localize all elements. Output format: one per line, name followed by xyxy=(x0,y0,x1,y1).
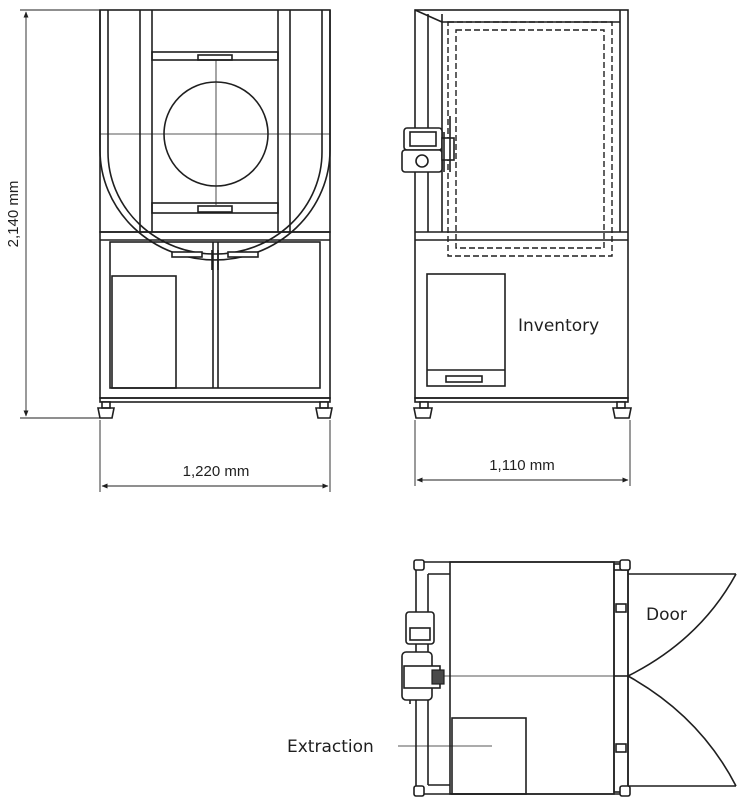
inventory-drawer xyxy=(426,273,506,387)
lower-door-swing-arc xyxy=(627,675,737,787)
height-dimension-label: 2,140 mm xyxy=(5,181,22,248)
extraction-box xyxy=(451,717,527,795)
side-motor-icon xyxy=(401,116,455,173)
front-width-dimension: 1,220 mm xyxy=(99,420,331,492)
top-motor-icon xyxy=(401,611,445,704)
top-view: Door Extraction xyxy=(287,559,737,797)
inventory-drawer-handle xyxy=(445,375,483,383)
inventory-label: Inventory xyxy=(518,316,599,336)
upper-door-swing-arc xyxy=(627,573,737,677)
side-width-label: 1,110 mm xyxy=(489,457,555,474)
side-drum-dashed-outline xyxy=(447,21,613,257)
side-view: Inventory xyxy=(401,9,632,419)
front-view xyxy=(97,9,333,419)
extraction-label: Extraction xyxy=(287,737,374,757)
front-drum-outline xyxy=(99,10,331,261)
right-door-handle xyxy=(227,251,259,258)
front-upper-frame xyxy=(99,9,331,233)
side-body xyxy=(414,9,629,399)
door-label: Door xyxy=(646,605,687,625)
height-dimension: 2,140 mm xyxy=(5,9,100,419)
left-door-handle xyxy=(171,251,203,258)
top-frame xyxy=(415,561,629,795)
side-width-dimension: 1,110 mm xyxy=(414,420,631,486)
front-cabinet xyxy=(99,231,331,399)
front-width-label: 1,220 mm xyxy=(183,463,250,480)
top-drum-body xyxy=(449,561,615,795)
